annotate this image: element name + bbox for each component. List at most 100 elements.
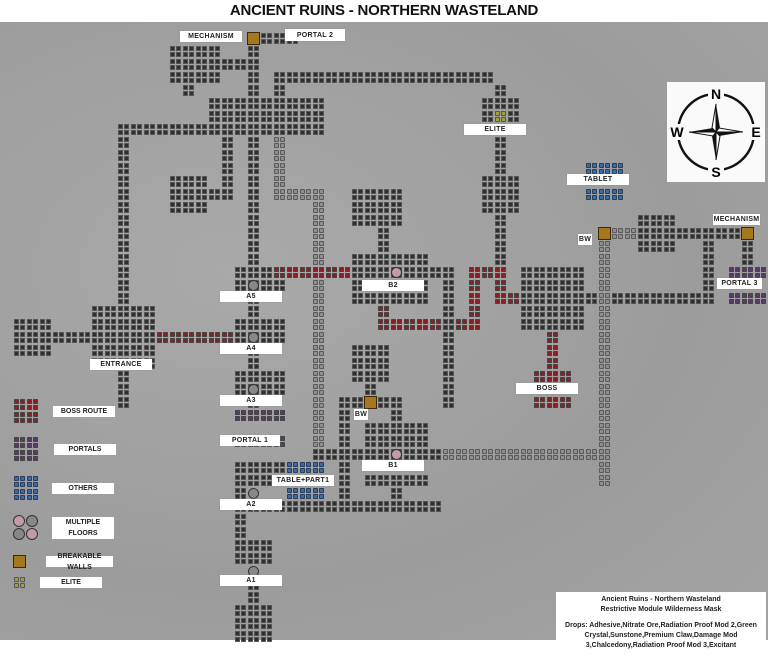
dark-tile	[169, 58, 182, 71]
dark-tile	[143, 318, 156, 331]
dark-tile	[234, 123, 247, 136]
dark-tile	[442, 279, 455, 292]
dark-tile	[364, 344, 377, 357]
portal-tile	[273, 409, 286, 422]
dark-tile	[247, 240, 260, 253]
boss-tile	[416, 318, 429, 331]
dark-tile	[364, 292, 377, 305]
dark-tile	[195, 201, 208, 214]
dark-tile	[169, 45, 182, 58]
dark-tile	[494, 175, 507, 188]
other-tile	[585, 188, 598, 201]
dark-tile	[481, 71, 494, 84]
dark-tile	[676, 227, 689, 240]
boss-tile	[468, 292, 481, 305]
boss-tile	[455, 318, 468, 331]
dark-tile	[546, 279, 559, 292]
dark-tile	[169, 201, 182, 214]
dark-tile	[143, 305, 156, 318]
portal-tile	[741, 266, 754, 279]
dark-tile	[299, 110, 312, 123]
dark-tile	[442, 383, 455, 396]
elite-tile	[13, 576, 26, 589]
dark-tile	[234, 630, 247, 643]
dark-tile	[364, 214, 377, 227]
dark-tile	[208, 58, 221, 71]
light-tile	[533, 448, 546, 461]
dark-tile	[247, 188, 260, 201]
dark-tile	[234, 461, 247, 474]
dark-tile	[247, 630, 260, 643]
light-tile	[273, 162, 286, 175]
map-label-table-part1: TABLE+PART1	[272, 475, 334, 486]
dark-tile	[169, 175, 182, 188]
light-tile	[273, 188, 286, 201]
other-tile	[299, 487, 312, 500]
dark-tile	[637, 227, 650, 240]
dark-tile	[468, 71, 481, 84]
dark-tile	[260, 318, 273, 331]
dark-tile	[390, 214, 403, 227]
dark-tile	[273, 97, 286, 110]
dark-tile	[403, 474, 416, 487]
dark-tile	[221, 175, 234, 188]
dark-tile	[247, 474, 260, 487]
boss-tile	[546, 396, 559, 409]
breakable-wall-icon	[741, 227, 754, 240]
legend-label: ELITE	[40, 577, 102, 588]
dark-tile	[273, 32, 286, 45]
dark-tile	[273, 383, 286, 396]
dark-tile	[13, 344, 26, 357]
dark-tile	[208, 45, 221, 58]
dark-tile	[572, 305, 585, 318]
dark-tile	[377, 474, 390, 487]
dark-tile	[351, 253, 364, 266]
map-label-tablet: TABLET	[567, 174, 629, 185]
legend-label: BREAKABLE WALLS	[46, 553, 113, 571]
light-tile	[611, 227, 624, 240]
light-tile	[598, 266, 611, 279]
dark-tile	[221, 97, 234, 110]
dark-tile	[377, 448, 390, 461]
dark-tile	[520, 318, 533, 331]
dark-tile	[338, 487, 351, 500]
boss-tile	[546, 344, 559, 357]
dark-tile	[364, 188, 377, 201]
dark-tile	[663, 240, 676, 253]
dark-tile	[117, 266, 130, 279]
dark-tile	[650, 240, 663, 253]
dark-tile	[312, 123, 325, 136]
boss-tile	[494, 266, 507, 279]
boss-tile	[468, 266, 481, 279]
light-tile	[598, 357, 611, 370]
dark-tile	[130, 123, 143, 136]
dark-tile	[416, 474, 429, 487]
boss-tile	[273, 266, 286, 279]
light-tile	[507, 448, 520, 461]
dark-tile	[221, 149, 234, 162]
dark-tile	[507, 175, 520, 188]
dark-tile	[416, 448, 429, 461]
dark-tile	[260, 32, 273, 45]
dark-tile	[39, 344, 52, 357]
dark-tile	[403, 448, 416, 461]
dark-tile	[390, 409, 403, 422]
dark-tile	[247, 461, 260, 474]
dark-tile	[351, 188, 364, 201]
dark-tile	[494, 253, 507, 266]
dark-tile	[351, 292, 364, 305]
other-tile	[286, 487, 299, 500]
dark-tile	[416, 266, 429, 279]
dark-tile	[442, 396, 455, 409]
boss-tile	[221, 331, 234, 344]
dark-tile	[377, 422, 390, 435]
dark-tile	[221, 110, 234, 123]
portal-tile	[754, 292, 767, 305]
dark-tile	[572, 266, 585, 279]
light-tile	[312, 357, 325, 370]
dark-tile	[338, 448, 351, 461]
dark-tile	[390, 474, 403, 487]
dark-tile	[26, 318, 39, 331]
dark-tile	[546, 318, 559, 331]
dark-tile	[260, 123, 273, 136]
